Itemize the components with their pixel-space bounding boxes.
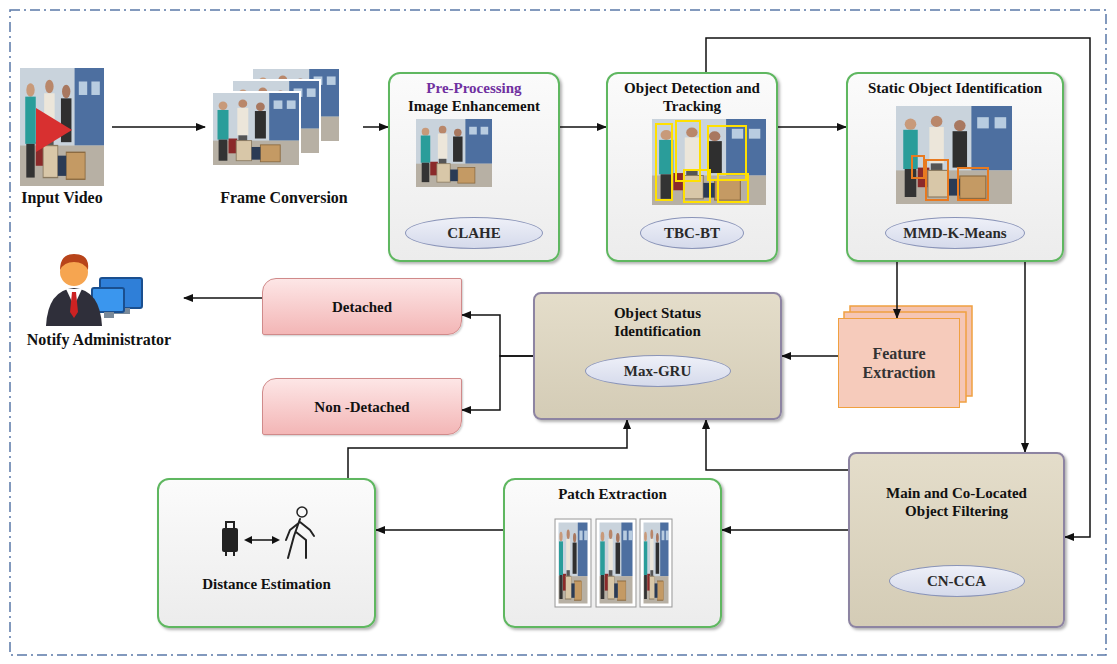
connector-arrow [722,529,848,531]
process-box: Non -Detached [262,378,462,435]
connector-arrow [376,529,503,531]
node-label: Feature Extraction [843,344,955,382]
node-label: Pre-Processing [426,79,521,97]
connector-arrow [896,262,898,318]
process-box: Main and Co-Located Object FilteringCN-C… [848,452,1065,628]
method-ellipse: CLAHE [405,217,543,249]
process-box: Object Status IdentificationMax-GRU [533,292,782,420]
enhanced-image [416,119,492,187]
node-label: TBC-BT [664,224,720,242]
node-label: Max-GRU [624,362,692,380]
connector-arrow [184,297,262,299]
node-label: CLAHE [447,224,500,242]
image-patches [555,519,672,607]
frame-stack-image [212,68,340,166]
process-box: Static Object IdentificationMMD-K-Means [846,72,1064,262]
process-box: Object Detection and TrackingTBC-BT [606,72,778,262]
captioned-figure: Frame Conversion [205,64,363,214]
node-label: Static Object Identification [868,79,1042,97]
process-box: Detached [262,278,462,335]
node-label: Object Detection and Tracking [614,79,770,115]
node-label: MMD-K-Means [903,224,1006,242]
method-ellipse: CN-CCA [889,565,1025,597]
method-ellipse: TBC-BT [640,217,744,249]
connector-arrow [112,126,205,128]
node-label: Frame Conversion [220,188,348,207]
node-label: Image Enhancement [408,97,540,115]
distance-icon [222,507,314,558]
input-video-image [20,68,104,186]
node-label: Patch Extraction [558,485,667,503]
connector-arrow [462,315,533,356]
connector-arrow [778,126,846,128]
administrator-icon [46,254,142,326]
captioned-figure: Notify Administrator [14,252,184,354]
process-box: Patch Extraction [503,478,722,628]
node-label: CN-CCA [927,572,986,590]
node-label: Detached [332,298,392,316]
node-label: Non -Detached [314,398,409,416]
node-label: Input Video [21,188,102,207]
connector-arrow [782,355,838,357]
process-box: Feature Extraction [838,318,960,408]
method-ellipse: MMD-K-Means [885,217,1025,249]
outer-frame [10,10,1106,655]
process-box: Distance Estimation [157,478,376,628]
connector-arrow [706,420,848,470]
connector-arrow [560,126,606,128]
node-label: Main and Co-Located Object Filtering [867,484,1047,520]
captioned-figure: Input Video [12,64,112,214]
connector-arrow [1024,262,1026,452]
process-box: Pre-ProcessingImage EnhancementCLAHE [388,72,560,262]
static-object-image [896,106,1012,204]
connector-arrow [363,126,388,128]
detection-image [652,119,766,205]
node-label: Object Status Identification [573,304,743,340]
connector-arrow [462,356,533,410]
method-ellipse: Max-GRU [585,355,731,387]
node-label: Notify Administrator [27,330,171,349]
node-label: Distance Estimation [202,575,331,593]
